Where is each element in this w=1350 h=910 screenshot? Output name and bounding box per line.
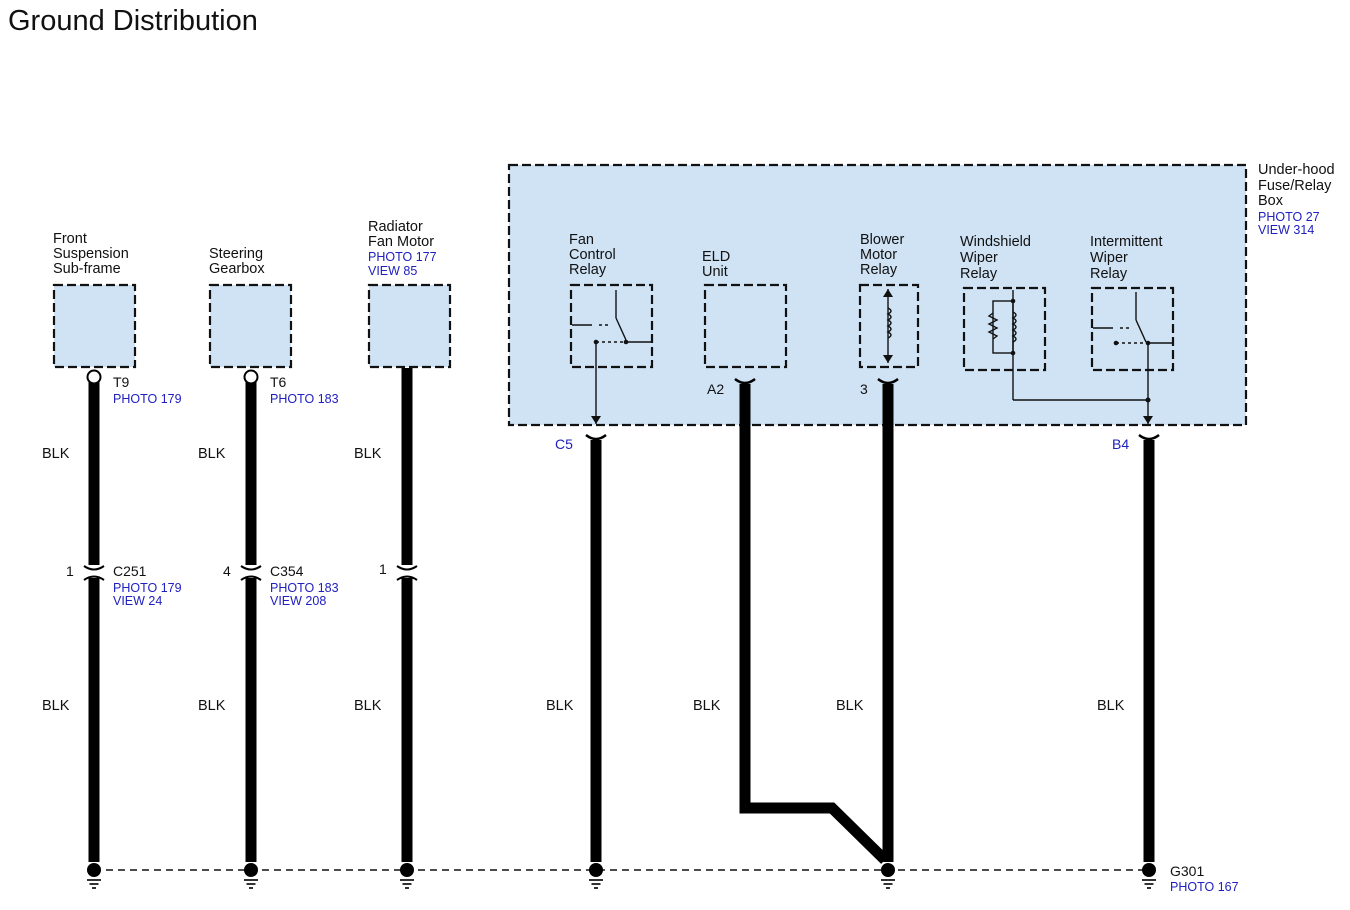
blower-relay-label-1: Blower [860, 232, 904, 248]
terminal-t6: T6 [270, 374, 287, 390]
ground-g301: G301 [1170, 863, 1204, 879]
fan-relay-switch-symbol [572, 290, 651, 424]
windshield-relay-label-2: Wiper [960, 250, 998, 266]
wire-radiator-fan [396, 368, 418, 862]
ground-icon [244, 863, 258, 889]
ground-icon [400, 863, 414, 889]
intermittent-relay-label-3: Relay [1090, 266, 1128, 282]
fuse-box-photo-ref: PHOTO 27 [1258, 210, 1320, 224]
connector-c354-pin: 4 [223, 563, 231, 579]
ground-icon [589, 863, 603, 889]
fan-relay-box [569, 283, 654, 369]
steering-gearbox-box [208, 283, 293, 369]
wire-color-label: BLK [546, 698, 574, 714]
fuse-box-label-2: Fuse/Relay [1258, 178, 1332, 194]
fuse-box-label-3: Box [1258, 193, 1284, 209]
intermittent-relay-label-1: Intermittent [1090, 234, 1163, 250]
windshield-relay-label-3: Relay [960, 266, 998, 282]
wire-color-label: BLK [42, 446, 70, 462]
terminal-c5: C5 [555, 436, 573, 452]
intermittent-relay-switch-symbol [1093, 292, 1172, 424]
front-subframe-label-2: Suspension [53, 246, 129, 262]
terminal-t6-photo: PHOTO 183 [270, 392, 339, 406]
fuse-box-label-1: Under-hood [1258, 162, 1335, 178]
steering-gearbox-label-2: Gearbox [209, 261, 265, 277]
wire-color-label: BLK [198, 698, 226, 714]
wire-blower-relay [877, 377, 899, 862]
ground-icon [87, 863, 101, 889]
connector-c354: C354 [270, 563, 304, 579]
windshield-relay-box [962, 286, 1047, 372]
connector-c251-photo: PHOTO 179 [113, 581, 182, 595]
wire-steering-gearbox [240, 369, 262, 862]
wire-intermittent-relay [1138, 433, 1160, 862]
terminal-b4: B4 [1112, 436, 1129, 452]
wire-color-label: BLK [42, 698, 70, 714]
connector-c251-pin: 1 [66, 563, 74, 579]
wire-color-label: BLK [354, 698, 382, 714]
wire-color-label: BLK [198, 446, 226, 462]
radiator-fan-box [367, 283, 452, 369]
connector-c251-view: VIEW 24 [113, 594, 162, 608]
intermittent-relay-box [1090, 286, 1175, 372]
wire-front-subframe [83, 369, 105, 862]
ground-g301-photo: PHOTO 167 [1170, 880, 1239, 894]
wire-color-label: BLK [836, 698, 864, 714]
ground-icon [881, 863, 895, 889]
wire-color-label: BLK [693, 698, 721, 714]
ground-icon [1142, 863, 1156, 889]
wire-fan-relay [585, 433, 607, 862]
eld-unit-label-2: Unit [702, 264, 728, 280]
front-subframe-label-1: Front [53, 231, 87, 247]
connector-c251: C251 [113, 563, 147, 579]
wire-eld-unit [734, 377, 889, 864]
windshield-relay-coil-symbol [987, 290, 1149, 401]
front-subframe-label-3: Sub-frame [53, 261, 121, 277]
terminal-a2: A2 [707, 381, 724, 397]
wire-color-label: BLK [1097, 698, 1125, 714]
front-subframe-box [52, 283, 137, 369]
connector-c354-view: VIEW 208 [270, 594, 326, 608]
eld-unit-box [703, 283, 788, 369]
page-title: Ground Distribution [8, 5, 258, 37]
fan-relay-label-1: Fan [569, 232, 594, 248]
connector-c354-photo: PHOTO 183 [270, 581, 339, 595]
radiator-fan-view-ref: VIEW 85 [368, 264, 417, 278]
wire-color-label: BLK [354, 446, 382, 462]
radiator-fan-label-2: Fan Motor [368, 234, 434, 250]
intermittent-relay-label-2: Wiper [1090, 250, 1128, 266]
fan-relay-label-2: Control [569, 247, 616, 263]
radiator-fan-label-1: Radiator [368, 219, 423, 235]
fan-relay-label-3: Relay [569, 262, 607, 278]
blower-relay-label-2: Motor [860, 247, 897, 263]
steering-gearbox-label-1: Steering [209, 246, 263, 262]
connector-radiator-pin: 1 [379, 561, 387, 577]
windshield-relay-label-1: Windshield [960, 234, 1031, 250]
fuse-box-view-ref: VIEW 314 [1258, 223, 1314, 237]
terminal-t9-photo: PHOTO 179 [113, 392, 182, 406]
blower-relay-label-3: Relay [860, 262, 898, 278]
radiator-fan-photo-ref: PHOTO 177 [368, 250, 437, 264]
blower-relay-coil-symbol [883, 289, 893, 363]
terminal-t9: T9 [113, 374, 130, 390]
terminal-3: 3 [860, 381, 868, 397]
eld-unit-label-1: ELD [702, 249, 730, 265]
